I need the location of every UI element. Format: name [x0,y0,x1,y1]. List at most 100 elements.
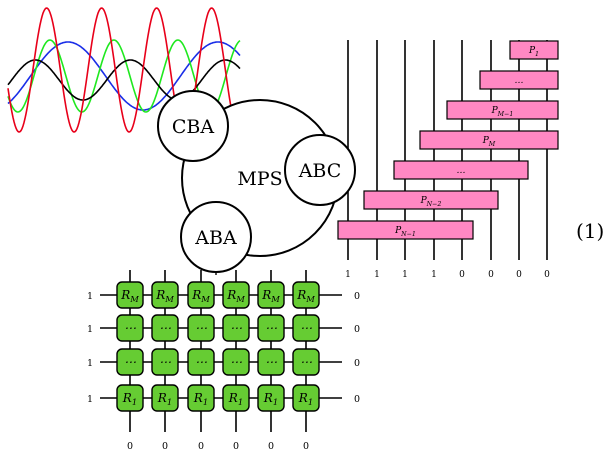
r-tensor-label: ⋯ [230,355,242,369]
node-aba-label: ABA [194,227,237,249]
r-tensor-label-main: R [193,391,203,405]
r-tensor-label-main: ⋯ [230,321,242,335]
staircase-bottom-label: 1 [374,270,380,280]
r-tensor-box [151,348,179,376]
r-tensor-box [187,281,215,309]
r-tensor-label-sub: 1 [203,397,208,407]
r-tensor-box [151,314,179,342]
r-tensor-label-main: ⋯ [230,355,242,369]
r-tensor-label: RM [120,288,139,304]
grid-right-label: 0 [354,324,360,335]
p-gate-box [419,130,559,150]
r-tensor-label: R1 [263,391,278,407]
r-tensor-label: ⋯ [159,321,171,335]
r-tensor-box [222,384,250,412]
r-tensor-label-sub: M [305,294,315,304]
r-tensor-label-main: ⋯ [124,355,136,369]
r-tensor-label-sub: M [164,294,174,304]
grid-right-label: 0 [354,358,360,369]
r-tensor-label-main: R [298,391,308,405]
r-tensor-label: ⋯ [124,355,136,369]
r-tensor-box [187,314,215,342]
r-tensor-label: R1 [193,391,208,407]
node-cba-label: CBA [172,116,215,138]
mps-label: MPS [237,168,282,190]
p-gate-label-main: P [491,106,499,116]
r-tensor-label-main: R [263,391,273,405]
staircase-bottom-label: 1 [402,270,408,280]
p-gate-label: PN−2 [420,196,442,208]
p-gate-label: … [457,166,466,176]
r-tensor-box [292,281,320,309]
node-cba [157,90,229,162]
r-tensor-label-main: ⋯ [195,355,207,369]
r-tensor-box [116,348,144,376]
r-tensor-label: RM [226,288,245,304]
r-tensor-label: R1 [157,391,172,407]
r-tensor-label-main: R [122,391,132,405]
r-tensor-label: ⋯ [159,355,171,369]
grid-left-label: 1 [87,394,93,405]
grid-bottom-label: 0 [198,441,204,452]
p-gate-label: PM [482,136,496,148]
r-tensor-box [222,314,250,342]
r-tensor-label-sub: 1 [308,397,313,407]
staircase-bottom-label: 0 [488,270,494,280]
wave-red-series [7,7,241,133]
r-tensor-label-main: R [228,391,238,405]
grid-left-label: 1 [87,291,93,302]
r-tensor-label: RM [155,288,174,304]
p-gate-label-main: P [482,136,490,146]
r-tensor-label-main: R [120,288,130,302]
mps-hub: MPS CBA ABC ABA [157,90,356,275]
r-tensor-label: ⋯ [265,321,277,335]
staircase-bottom-label: 1 [431,270,437,280]
equation-number: (1) [576,219,604,243]
r-tensor-label: ⋯ [230,321,242,335]
r-tensor-label-sub: 1 [132,397,137,407]
p-gate-label-sub: M−1 [497,111,514,118]
r-tensor-box [116,281,144,309]
r-tensor-box [292,348,320,376]
r-tensor-label-sub: M [200,294,210,304]
node-aba [180,201,252,273]
r-tensor-label: R1 [122,391,137,407]
r-tensor-label: ⋯ [124,321,136,335]
p-gate-label-main: P [528,46,536,56]
r-tensor-label-sub: 1 [167,397,172,407]
p-gate-label: P1 [528,46,539,58]
r-tensor-label: R1 [228,391,243,407]
grid-bottom-label: 0 [233,441,239,452]
node-abc-label: ABC [298,160,342,182]
grid-right-label: 0 [354,291,360,302]
p-gate-label: … [515,76,524,86]
r-tensor-label-main: R [157,391,167,405]
grid-right-label: 0 [354,394,360,405]
p-gate-label-main: P [394,226,402,236]
r-tensor-box [116,314,144,342]
r-tensor-label-sub: M [270,294,280,304]
r-tensor-label-main: ⋯ [159,321,171,335]
r-tensor-label-main: ⋯ [300,355,312,369]
r-tensor-label-main: ⋯ [124,321,136,335]
r-tensor-label-main: ⋯ [159,355,171,369]
grid-left-label: 1 [87,358,93,369]
grid-bottom-label: 0 [127,441,133,452]
r-tensor-label: ⋯ [300,321,312,335]
r-tensor-box [187,348,215,376]
p-gate-box [479,70,559,90]
r-tensor-box [222,348,250,376]
p-gate-box [509,40,559,60]
grid-left-label: 1 [87,324,93,335]
r-tensor-label-main: R [191,288,201,302]
staircase-bottom-label: 0 [516,270,522,280]
r-tensor-label-sub: 1 [238,397,243,407]
r-tensor-box [292,314,320,342]
p-gate-label-main: … [515,76,524,86]
p-gate-label-sub: N−2 [426,201,442,208]
r-tensor-label-main: ⋯ [300,321,312,335]
r-tensor-box [292,384,320,412]
r-tensor-label-main: ⋯ [265,355,277,369]
r-tensor-label-main: R [226,288,236,302]
